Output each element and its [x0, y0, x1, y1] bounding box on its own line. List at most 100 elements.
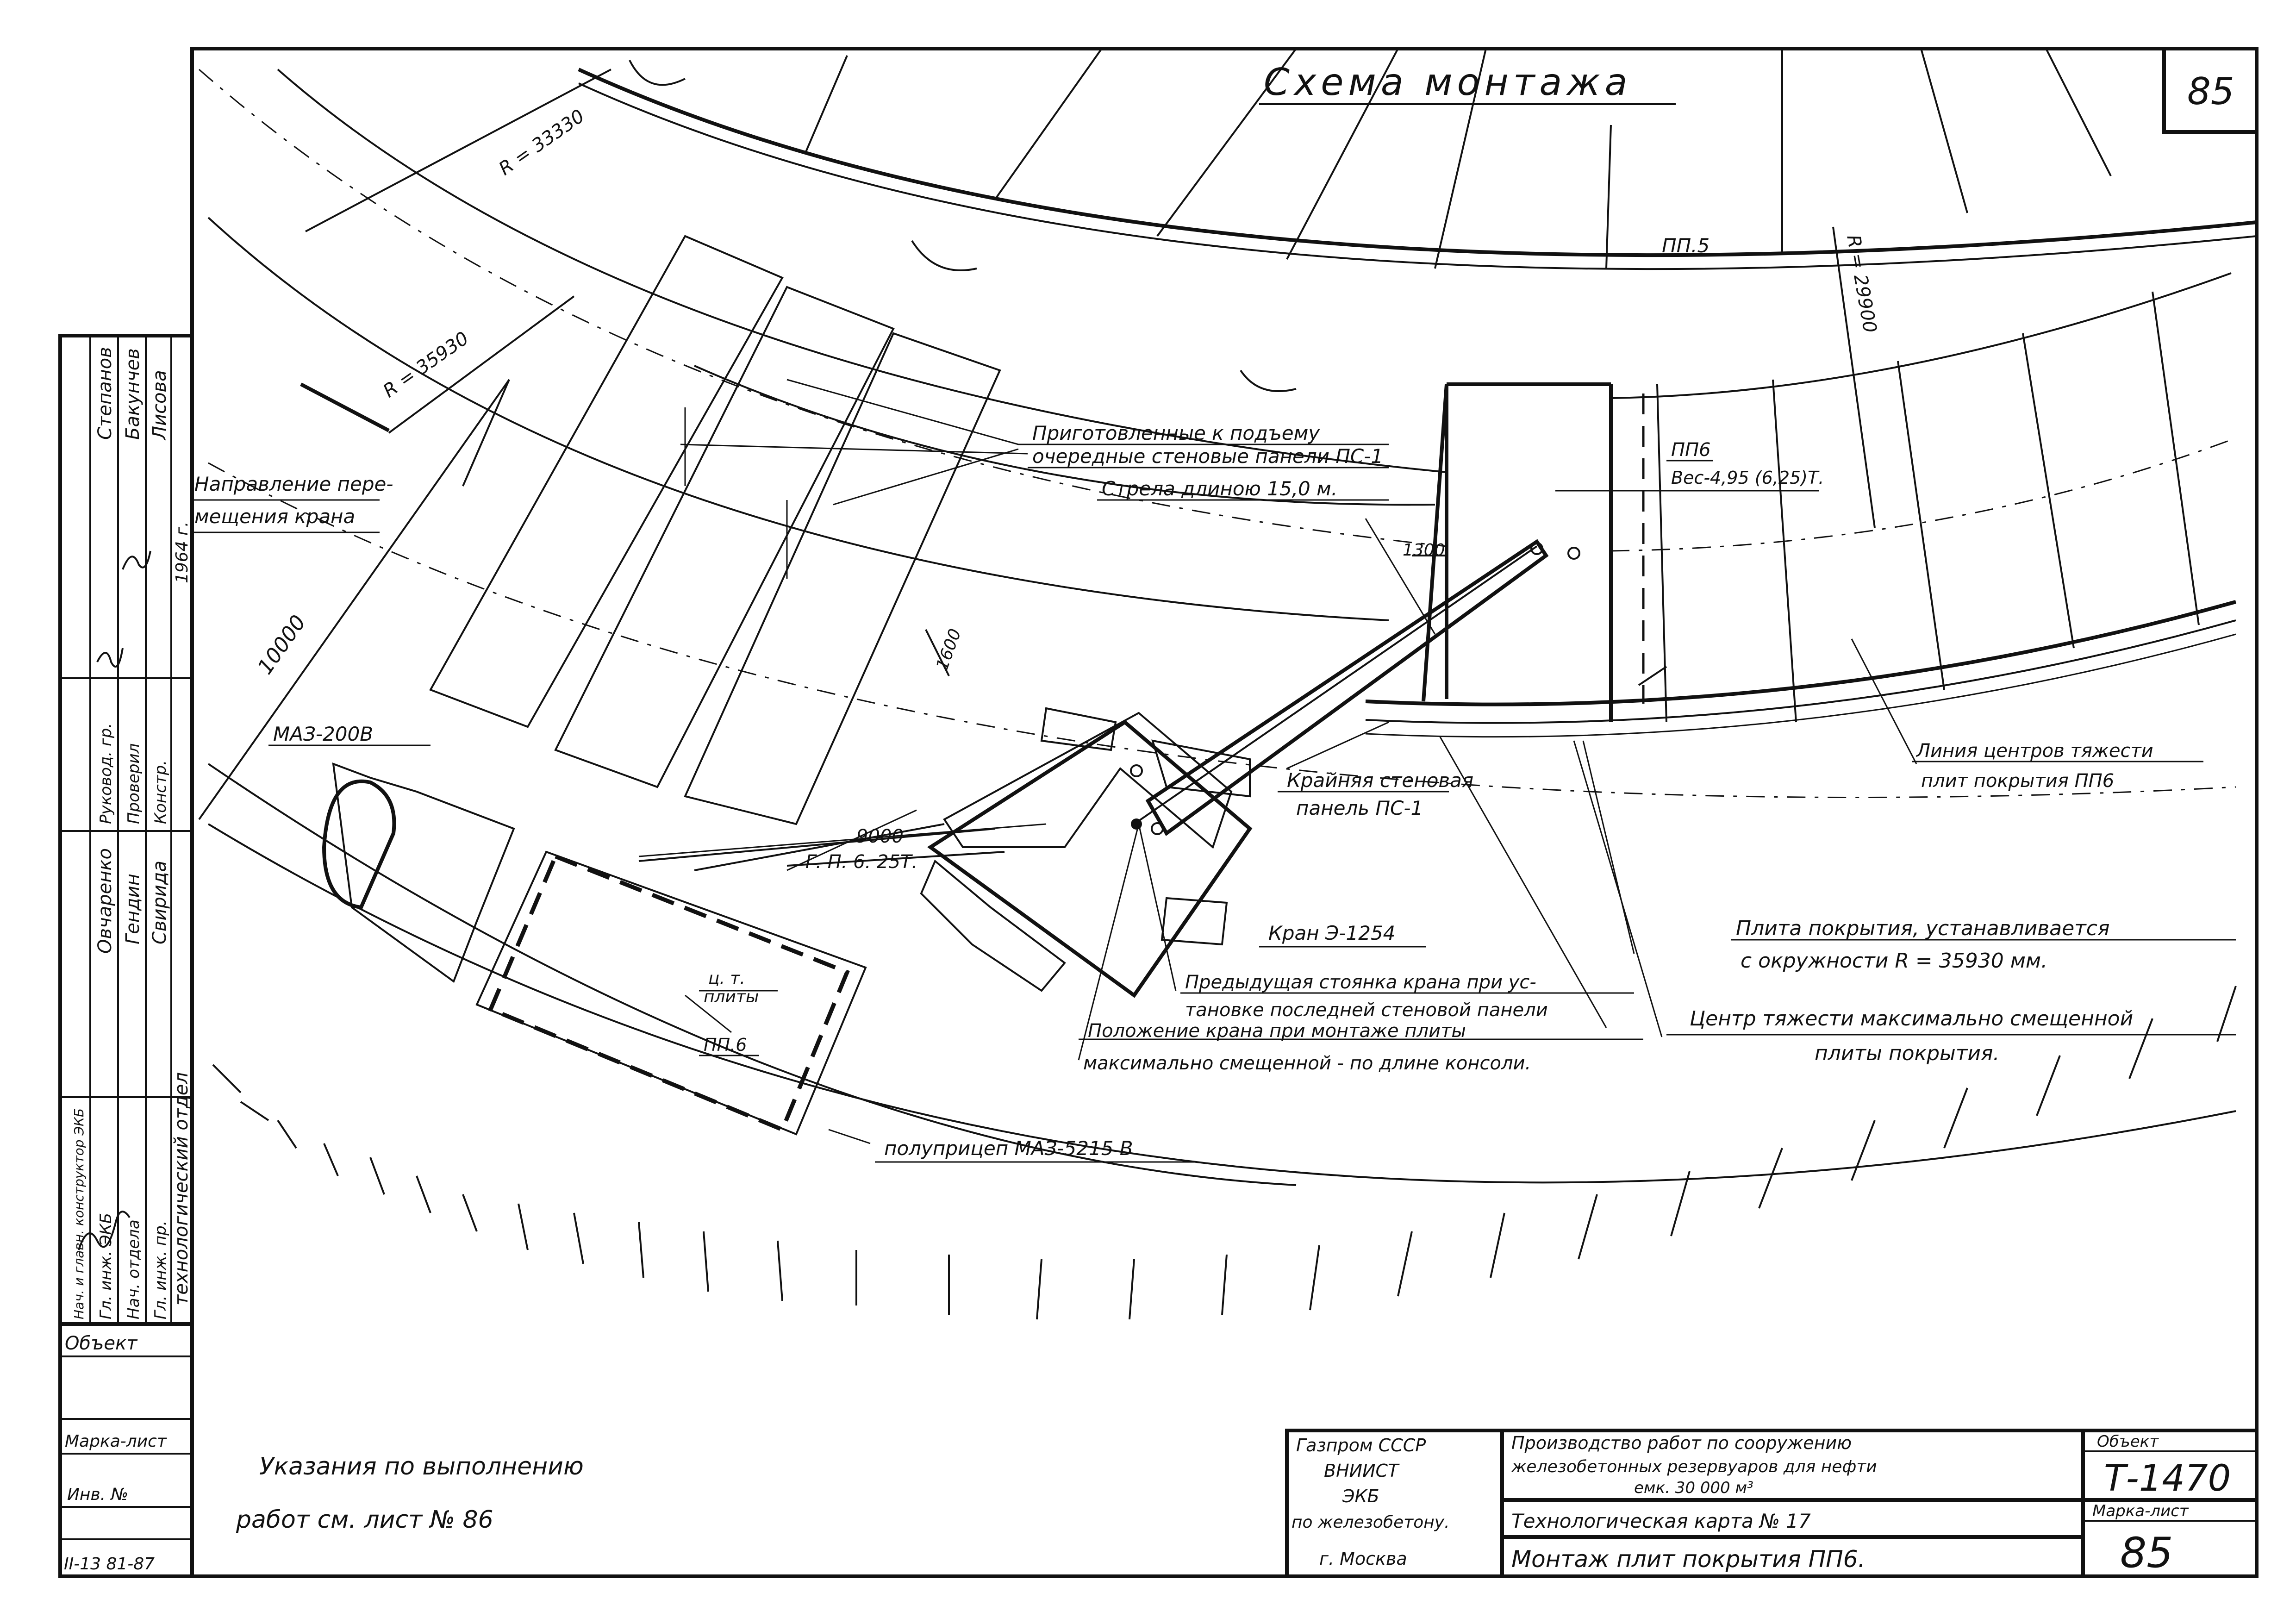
side-role-3: Гл. инж. пр.	[151, 1221, 170, 1319]
side-inv-value: II-13 81-87	[64, 1555, 155, 1574]
label-crane-pos-1: Положение крана при монтаже плиты	[1088, 1020, 1466, 1042]
truck-cab	[332, 762, 515, 983]
tb-mark-label: Марка-лист	[2092, 1502, 2189, 1520]
arc-ground-inner	[207, 763, 1297, 1186]
arc-centre-long	[208, 462, 2236, 798]
trailer-body	[475, 850, 867, 1136]
corner-sheet-box: 85	[2162, 49, 2257, 134]
label-prepared-2: очередные стеновые панели ПС-1	[1032, 445, 1383, 468]
roof-plate-joints	[805, 48, 2112, 269]
label-prepared-1: Приготовленные к подъему	[1032, 422, 1320, 444]
tb-tech-card: Технологическая карта № 17	[1511, 1510, 1811, 1532]
side-role-1: Гл. инж. ЭКБ	[97, 1213, 115, 1319]
tank-outer-wall	[578, 68, 2257, 257]
signature-2	[96, 648, 124, 668]
crane-body	[943, 712, 1233, 849]
side-mark-label: Марка-лист	[65, 1432, 167, 1451]
side-name-0: Овчаренко	[94, 848, 116, 954]
title-block: Газпром СССР ВНИИСТ ЭКБ по железобетону.…	[1285, 1429, 2259, 1578]
label-1600: 1600	[933, 626, 965, 673]
label-direction-1: Направление пере-	[194, 473, 393, 495]
dimension-lines	[198, 69, 1917, 1144]
side-name-2: Свирида	[149, 861, 170, 944]
side-role-5: Проверил	[125, 743, 143, 824]
tb-work-3: емк. 30 000 м³	[1634, 1479, 1753, 1497]
side-name-5: Лисова	[149, 370, 170, 441]
arc-r33330	[277, 69, 1447, 473]
trailer-load	[488, 854, 850, 1132]
tb-org-2: ВНИИСТ	[1324, 1461, 1400, 1481]
corner-sheet-number: 85	[2187, 70, 2234, 113]
label-extreme-panel-2: панель ПС-1	[1296, 797, 1423, 819]
side-department: технологический отдел	[171, 1072, 192, 1305]
label-pp6-trailer: ПП.6	[704, 1035, 747, 1055]
tb-mark-value: 85	[2120, 1529, 2173, 1577]
crane-assembly	[920, 539, 1580, 998]
side-inv-label: Инв. №	[67, 1485, 128, 1504]
label-cg-max-2: плиты покрытия.	[1815, 1042, 1999, 1065]
label-r33330: R = 33330	[495, 106, 588, 180]
wall-panel-2	[554, 286, 895, 788]
callout-labels: R = 33330 R = 35930 R = 29900 10000 1300…	[192, 106, 2236, 1163]
side-role-6: Констр.	[151, 760, 170, 824]
tb-object-label: Объект	[2097, 1432, 2159, 1451]
label-crane: Кран Э-1254	[1268, 922, 1395, 944]
stored-wall-panels	[429, 235, 1001, 825]
roof-plates-ring	[1422, 272, 2232, 723]
tank-inner-wall-3	[1365, 633, 2236, 738]
label-semitrailer: полуприцеп МАЗ-5215 В	[884, 1137, 1133, 1160]
truck-front	[322, 779, 396, 910]
arc-ground-outer	[207, 823, 2236, 1184]
truck-and-trailer	[322, 762, 867, 1136]
tb-org-1: Газпром СССР	[1296, 1435, 1426, 1455]
tank-inner-wall-2	[1365, 619, 2236, 724]
instructions-line1: Указания по выполнению	[259, 1453, 584, 1480]
instructions-line2: работ см. лист № 86	[236, 1506, 493, 1534]
label-maz: МАЗ-200В	[273, 723, 373, 745]
label-gp: Г. П. 6. 25Т.	[805, 851, 917, 873]
label-plate-install-1: Плита покрытия, устанавливается	[1736, 917, 2109, 940]
crane-platform	[927, 720, 1253, 998]
arc-r35930	[207, 217, 1389, 621]
side-role-4: Руковод. гр.	[97, 723, 115, 824]
label-pp6-top: ПП6	[1671, 439, 1711, 461]
tank-outer-wall-2	[578, 82, 2257, 270]
signature-3	[122, 550, 151, 570]
label-plate-install-2: с окружности R = 35930 мм.	[1741, 949, 2047, 973]
label-cg-max-1: Центр тяжести максимально смещенной	[1690, 1007, 2133, 1031]
label-extreme-panel-1: Крайняя стеновая	[1287, 769, 1473, 792]
label-1300: 1300	[1403, 541, 1445, 560]
side-name-3: Степанов	[94, 347, 116, 440]
label-10000: 10000	[253, 611, 311, 679]
tb-work-1: Производство работ по сооружению	[1511, 1433, 1852, 1453]
wall-panel-3	[684, 332, 1001, 825]
arc-r-inner	[694, 365, 1435, 506]
tank-inner-wall	[1365, 600, 2237, 706]
ground-hatching	[212, 986, 2237, 1320]
tb-org-5: г. Москва	[1319, 1549, 1407, 1569]
side-object-label: Объект	[65, 1333, 138, 1354]
side-name-4: Бакунчев	[122, 348, 144, 440]
tb-object-value: Т-1470	[2104, 1458, 2231, 1499]
side-name-1: Гендин	[122, 874, 144, 944]
label-direction-2: мещения крана	[194, 505, 355, 528]
signature-1	[78, 1211, 131, 1250]
boom	[1145, 539, 1549, 836]
label-gravity-2: плит покрытия ПП6	[1921, 770, 2114, 792]
side-date: 1964 г.	[173, 522, 192, 583]
tb-sheet-subject: Монтаж плит покрытия ПП6.	[1511, 1546, 1865, 1573]
side-stamp-block: Нач. и главн. конструктор ЭКБ Гл. инж. Э…	[58, 334, 194, 1578]
label-prev-pos-2: тановке последней стеновой панели	[1185, 999, 1548, 1021]
tb-org-4: по железобетону.	[1292, 1513, 1450, 1532]
tb-org-3: ЭКБ	[1342, 1486, 1379, 1506]
crane-track	[920, 859, 1066, 992]
label-r35930: R = 35930	[379, 328, 473, 402]
drawing-title: Схема монтажа	[1264, 61, 1632, 104]
tank-geometry	[199, 48, 2257, 1186]
label-gravity-1: Линия центров тяжести	[1915, 740, 2153, 762]
label-boom: Стрела длиною 15,0 м.	[1102, 477, 1337, 500]
label-pp5: ПП.5	[1662, 234, 1710, 257]
wall-panel-1	[429, 235, 784, 728]
label-pp6-weight: Вес-4,95 (6,25)Т.	[1671, 468, 1824, 488]
